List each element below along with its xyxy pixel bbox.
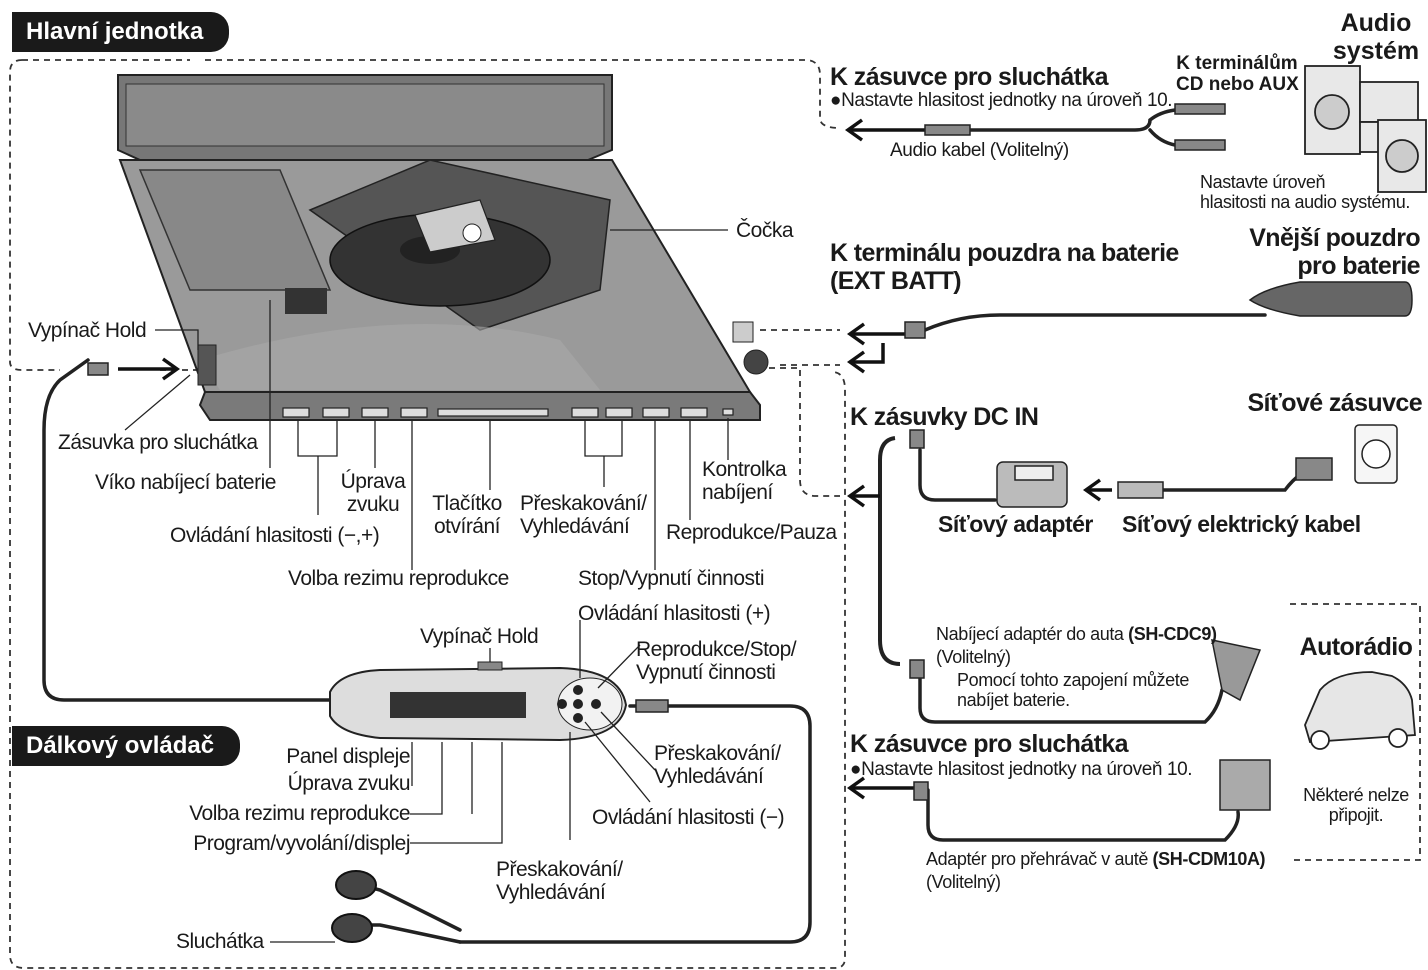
car-charger-label: Nabíjecí adaptér do auta (SH-CDC9): [936, 624, 1217, 644]
remote-vol-minus-label: Ovládání hlasitosti (−): [592, 806, 785, 829]
outlet-label: Síťové zásuvce: [1247, 389, 1422, 417]
remote-skip-label: Přeskakování/Vyhledávání: [654, 742, 781, 789]
remote-vol-plus-label: Ovládání hlasitosti (+): [578, 602, 771, 625]
cassette-optional: (Volitelný): [926, 872, 1001, 892]
play-mode-label: Volba rezimu reprodukce: [288, 567, 509, 590]
main-unit-frame: [205, 59, 841, 129]
earphones-icon: [331, 870, 377, 943]
stop-label: Stop/Vypnutí činnosti: [578, 567, 765, 590]
remote-skip-bottom-label: Přeskakování/Vyhledávání: [496, 858, 623, 905]
ac-adapter-label: Síťový adaptér: [938, 511, 1093, 537]
car-charger-optional: (Volitelný): [936, 647, 1011, 667]
cd-player-illustration: [117, 74, 769, 421]
car-headphone-note: ●Nastavte hlasitost jednotky na úroveň 1…: [850, 759, 1193, 780]
remote-frame: [9, 371, 846, 969]
play-pause-label: Reprodukce/Pauza: [666, 521, 837, 544]
remote-play-stop-label: Reprodukce/Stop/Vypnutí činnosti: [636, 638, 797, 685]
audio-note: ●Nastavte hlasitost jednotky na úroveň 1…: [830, 90, 1173, 111]
remote-play-mode-label: Volba rezimu reprodukce: [189, 802, 410, 825]
program-label: Program/vyvolání/displej: [193, 832, 410, 855]
audio-cable-label: Audio kabel (Volitelný): [890, 140, 1069, 161]
battery-heading: K terminálu pouzdra na baterie(EXT BATT): [830, 239, 1179, 295]
lens-label: Čočka: [736, 219, 794, 242]
main-unit-tag: Hlavní jednotka: [12, 12, 230, 52]
car-radio-title: Autorádio: [1299, 633, 1413, 661]
car-headphone-heading: K zásuvce pro sluchátka: [850, 730, 1129, 758]
hold-switch-label: Vypínač Hold: [28, 319, 147, 342]
audio-system-icon: [1304, 65, 1427, 193]
skip-search-label: Přeskakování/Vyhledávání: [520, 492, 647, 539]
cassette-adapter-label: Adaptér pro přehrávač v autě (SH-CDM10A): [926, 849, 1266, 869]
battery-cover-label: Víko nabíjecí baterie: [95, 471, 276, 494]
remote-control-illustration: [329, 661, 628, 742]
dc-in-heading: K zásuvky DC IN: [850, 403, 1039, 431]
ac-cord-label: Síťový elektrický kabel: [1122, 511, 1361, 537]
remote-sound-label: Úprava zvuku: [287, 772, 411, 795]
remote-hold-label: Vypínač Hold: [420, 625, 539, 648]
headphone-jack-label: Zásuvka pro sluchátka: [58, 431, 258, 454]
audio-heading: K zásuvce pro sluchátka: [830, 63, 1109, 91]
display-panel-label: Panel displeje: [286, 745, 410, 768]
remote-tag: Dálkový ovládač: [12, 726, 241, 766]
volume-label: Ovládání hlasitosti (−,+): [170, 524, 380, 547]
car-frame: [1290, 603, 1421, 861]
earphones-label: Sluchátka: [176, 930, 264, 953]
car-icon: [1304, 671, 1416, 750]
